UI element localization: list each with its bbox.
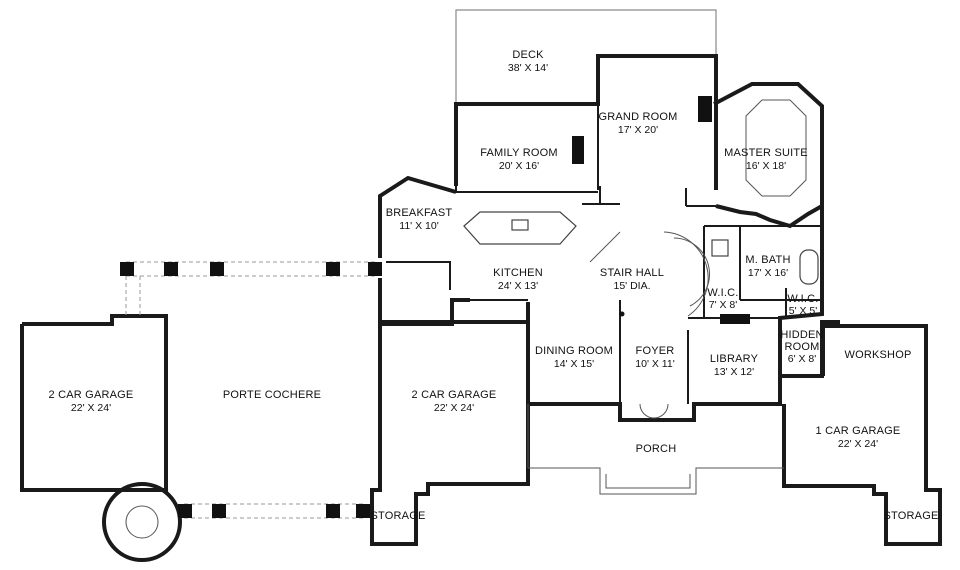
- porte-cochere-name: PORTE COCHERE: [223, 389, 321, 401]
- hidden-room-name2: ROOM: [784, 341, 819, 353]
- wic-1-name: W.I.C.: [707, 287, 738, 299]
- grand-room-name: GRAND ROOM: [599, 111, 678, 123]
- garage-center-dim: 22' X 24': [434, 402, 474, 414]
- garage-center-name: 2 CAR GARAGE: [412, 389, 497, 401]
- foyer-dim: 10' X 11': [635, 358, 674, 370]
- room-label-grand-room: GRAND ROOM 17' X 20': [599, 111, 678, 136]
- m-bath-name: M. BATH: [745, 254, 790, 266]
- room-label-wic-2: W.I.C. 5' X 5': [787, 293, 818, 317]
- fireplaces: [572, 96, 750, 324]
- front-doors: [619, 311, 669, 419]
- columns: [120, 262, 382, 518]
- wic-2-dim: 5' X 5': [789, 305, 818, 317]
- kitchen-dim: 24' X 13': [498, 280, 538, 292]
- room-label-porch: PORCH: [636, 443, 677, 455]
- family-room-dim: 20' X 16': [499, 160, 539, 172]
- master-suite-dim: 16' X 18': [746, 160, 786, 172]
- grand-room-dim: 17' X 20': [618, 124, 658, 136]
- deck-dim: 38' X 14': [508, 62, 548, 74]
- breakfast-name: BREAKFAST: [386, 207, 453, 219]
- master-suite-name: MASTER SUITE: [724, 147, 808, 159]
- library-name: LIBRARY: [710, 353, 759, 365]
- garage-left-dim: 22' X 24': [71, 402, 111, 414]
- library-dim: 13' X 12': [714, 366, 754, 378]
- porch-name: PORCH: [636, 443, 677, 455]
- dining-room-dim: 14' X 15': [554, 358, 594, 370]
- room-label-wic-1: W.I.C. 7' X 8': [707, 287, 738, 311]
- room-label-m-bath: M. BATH 17' X 16': [745, 254, 790, 279]
- hidden-room-name: HIDDEN: [780, 329, 823, 341]
- room-label-deck: DECK 38' X 14': [508, 49, 548, 74]
- wic-2-name: W.I.C.: [787, 293, 818, 305]
- room-label-hidden-room: HIDDEN ROOM 6' X 8': [780, 329, 823, 365]
- storage-right-name: STORAGE: [884, 510, 939, 522]
- house-walls: [20, 54, 942, 562]
- room-label-library: LIBRARY 13' X 12': [710, 353, 759, 378]
- room-label-master-suite: MASTER SUITE 16' X 18': [724, 147, 808, 172]
- stair-hall-stairs: [589, 231, 710, 317]
- room-label-storage-center: STORAGE: [371, 510, 426, 522]
- garage-left-name: 2 CAR GARAGE: [49, 389, 134, 401]
- kitchen-name: KITCHEN: [493, 267, 543, 279]
- porch-outline: [527, 404, 784, 495]
- stair-hall-dim: 15' DIA.: [613, 280, 650, 292]
- room-label-stair-hall: STAIR HALL 15' DIA.: [600, 267, 664, 292]
- family-room-name: FAMILY ROOM: [480, 147, 558, 159]
- room-label-workshop: WORKSHOP: [845, 349, 912, 361]
- deck-name: DECK: [512, 49, 544, 61]
- dining-room-name: DINING ROOM: [535, 345, 613, 357]
- workshop-name: WORKSHOP: [845, 349, 912, 361]
- room-label-breakfast: BREAKFAST 11' X 10': [386, 207, 453, 232]
- breakfast-dim: 11' X 10': [399, 220, 438, 232]
- wic-1-dim: 7' X 8': [709, 299, 738, 311]
- m-bath-dim: 17' X 16': [748, 267, 788, 279]
- room-label-kitchen: KITCHEN 24' X 13': [493, 267, 543, 292]
- room-label-storage-right: STORAGE: [884, 510, 939, 522]
- kitchen-island: [386, 211, 577, 290]
- stair-hall-name: STAIR HALL: [600, 267, 664, 279]
- room-label-porte-cochere: PORTE COCHERE: [223, 389, 321, 401]
- room-label-garage-right: 1 CAR GARAGE 22' X 24': [816, 425, 901, 450]
- room-label-garage-left: 2 CAR GARAGE 22' X 24': [49, 389, 134, 414]
- master-suite-tray: [745, 99, 807, 197]
- room-label-dining-room: DINING ROOM 14' X 15': [535, 345, 613, 370]
- garage-right-name: 1 CAR GARAGE: [816, 425, 901, 437]
- room-label-foyer: FOYER 10' X 11': [635, 345, 674, 370]
- room-label-garage-center: 2 CAR GARAGE 22' X 24': [412, 389, 497, 414]
- bathtub: [711, 239, 819, 285]
- garage-right-dim: 22' X 24': [838, 438, 878, 450]
- hidden-room-dim: 6' X 8': [788, 353, 817, 365]
- storage-center-name: STORAGE: [371, 510, 426, 522]
- deck-outline: [455, 9, 717, 104]
- room-label-family-room: FAMILY ROOM 20' X 16': [480, 147, 558, 172]
- foyer-name: FOYER: [636, 345, 675, 357]
